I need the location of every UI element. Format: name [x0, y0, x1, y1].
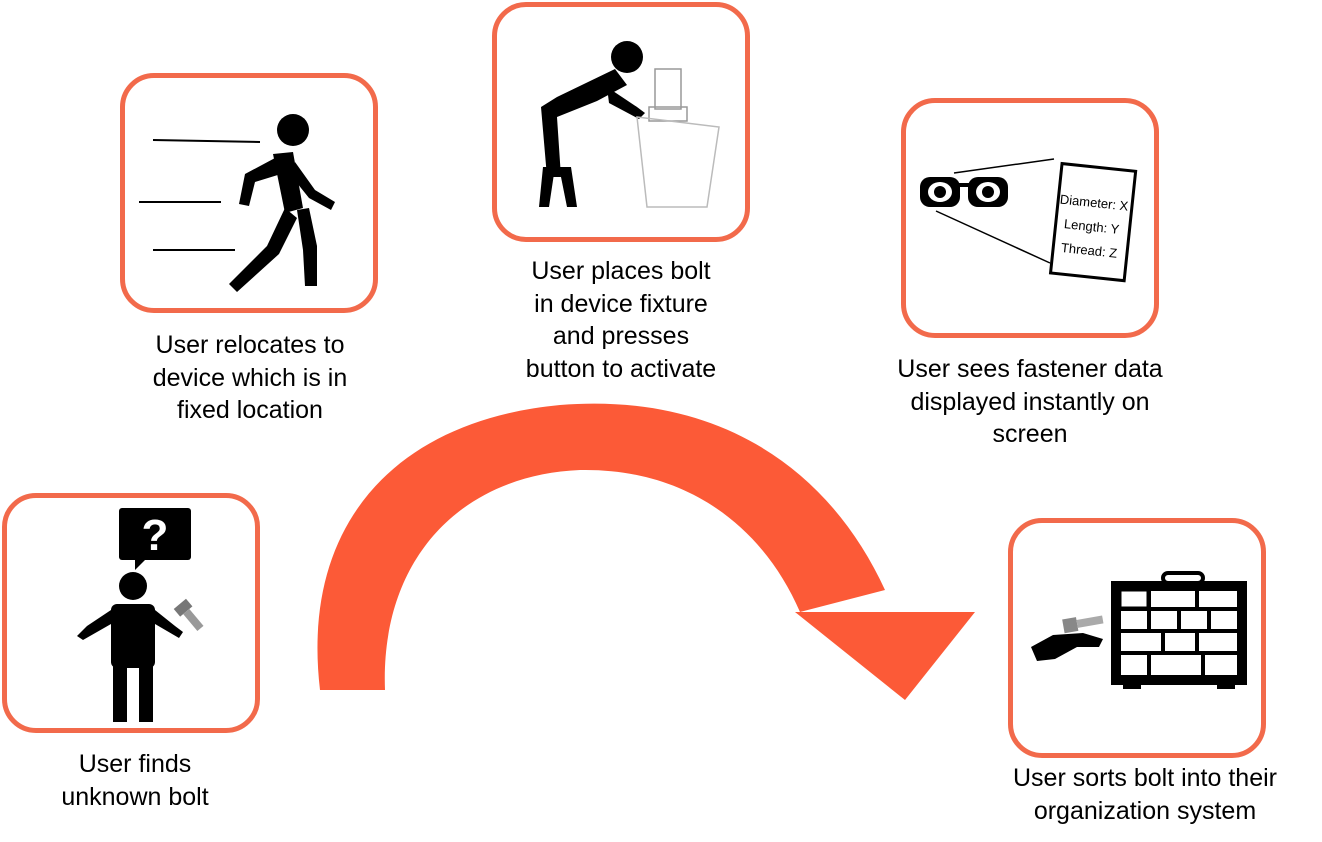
step-3-card	[492, 2, 750, 242]
glasses-viewing-screen-icon: Diameter: X Length: Y Thread: Z	[920, 158, 1138, 283]
walking-person-icon	[139, 114, 335, 292]
screen-diameter: Diameter: X	[1059, 192, 1129, 214]
step-1-caption: User finds unknown bolt	[61, 750, 209, 811]
step-4-card: Diameter: X Length: Y Thread: Z	[901, 98, 1159, 338]
step-1-card: ?	[2, 493, 260, 733]
confused-person-with-bolt-icon: ?	[77, 508, 204, 722]
question-mark: ?	[142, 511, 169, 560]
hand-icon	[1031, 633, 1103, 661]
arrow-head	[795, 612, 975, 700]
person-using-device-icon	[539, 41, 720, 208]
bolt-icon	[1062, 615, 1104, 634]
arrow-body	[317, 403, 886, 690]
step-5-card	[1008, 518, 1266, 758]
hand-bolt-organizer-icon	[1031, 571, 1247, 689]
organizer-box-icon	[1111, 571, 1247, 689]
step-5-caption: User sorts bolt into their organization …	[1013, 764, 1277, 825]
glasses-icon	[920, 177, 1008, 207]
step-2-caption: User relocates to device which is in fix…	[152, 331, 348, 424]
step-2-card	[120, 73, 378, 313]
display-screen: Diameter: X Length: Y Thread: Z	[1048, 161, 1138, 283]
screen-length: Length: Y	[1063, 216, 1120, 237]
step-3-caption: User places bolt in device fixture and p…	[525, 257, 717, 383]
step-4-caption: User sees fastener data displayed instan…	[897, 355, 1163, 448]
screen-thread: Thread: Z	[1060, 240, 1118, 261]
